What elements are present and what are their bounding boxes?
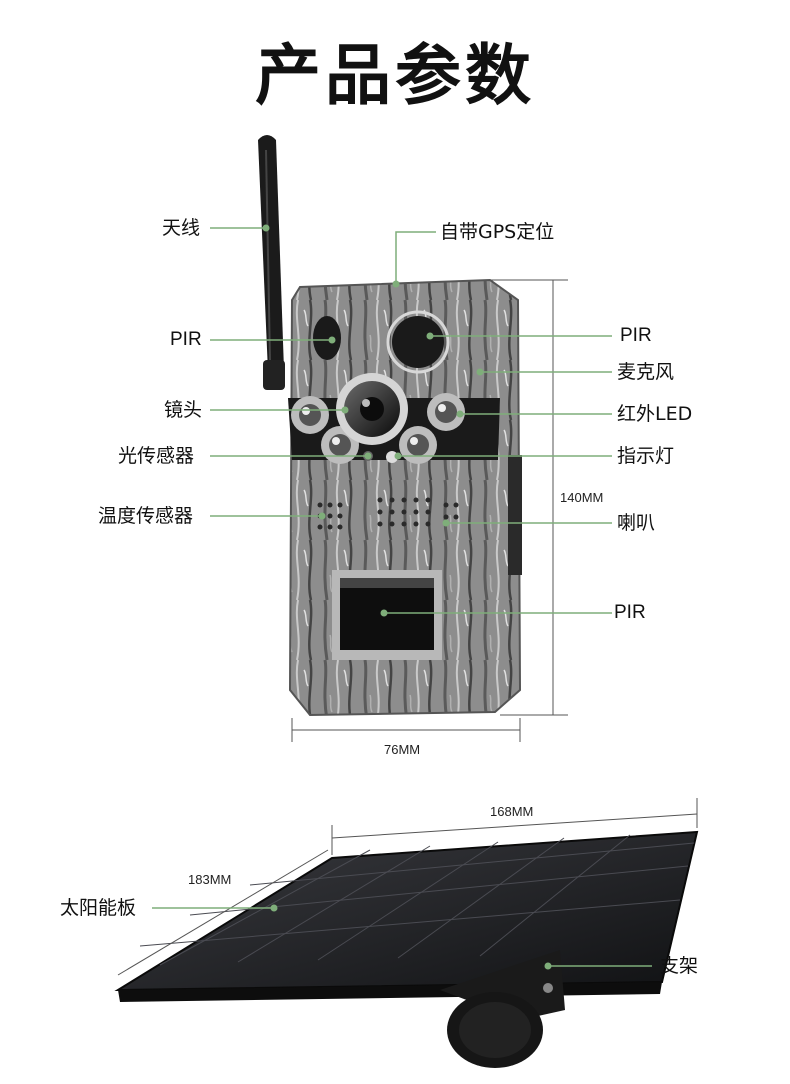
- label-pir-right: PIR: [620, 325, 652, 346]
- label-lens: 镜头: [164, 399, 203, 421]
- leader-dots: [262, 224, 484, 617]
- label-speaker: 喇叭: [617, 512, 656, 534]
- label-indicator: 指示灯: [617, 445, 675, 467]
- solar-width-label: 168MM: [490, 804, 534, 819]
- label-gps: 自带GPS定位: [440, 221, 555, 243]
- label-antenna: 天线: [162, 217, 201, 239]
- leader-lines: [210, 227, 612, 614]
- page-title: 产品参数: [255, 37, 535, 114]
- label-light-sensor: 光传感器: [118, 445, 195, 467]
- camera-height-label: 140MM: [560, 490, 604, 505]
- camera-width-label: 76MM: [384, 742, 421, 757]
- camera-body: [288, 278, 522, 717]
- solar-dimensions: [117, 798, 698, 976]
- camera-width-dimension: [291, 718, 521, 742]
- label-temp-sensor: 温度传感器: [98, 505, 194, 527]
- antenna: [258, 135, 285, 390]
- label-pir-left: PIR: [170, 329, 202, 350]
- label-ir-led: 红外LED: [617, 403, 693, 425]
- solar-depth-label: 183MM: [188, 872, 232, 887]
- camera-height-dimension: [490, 279, 568, 716]
- label-bracket: 支架: [660, 955, 699, 977]
- label-pir-bottom: PIR: [614, 602, 646, 623]
- solar-panel: [114, 830, 699, 1068]
- label-solar-panel: 太阳能板: [60, 897, 137, 919]
- label-microphone: 麦克风: [617, 361, 675, 383]
